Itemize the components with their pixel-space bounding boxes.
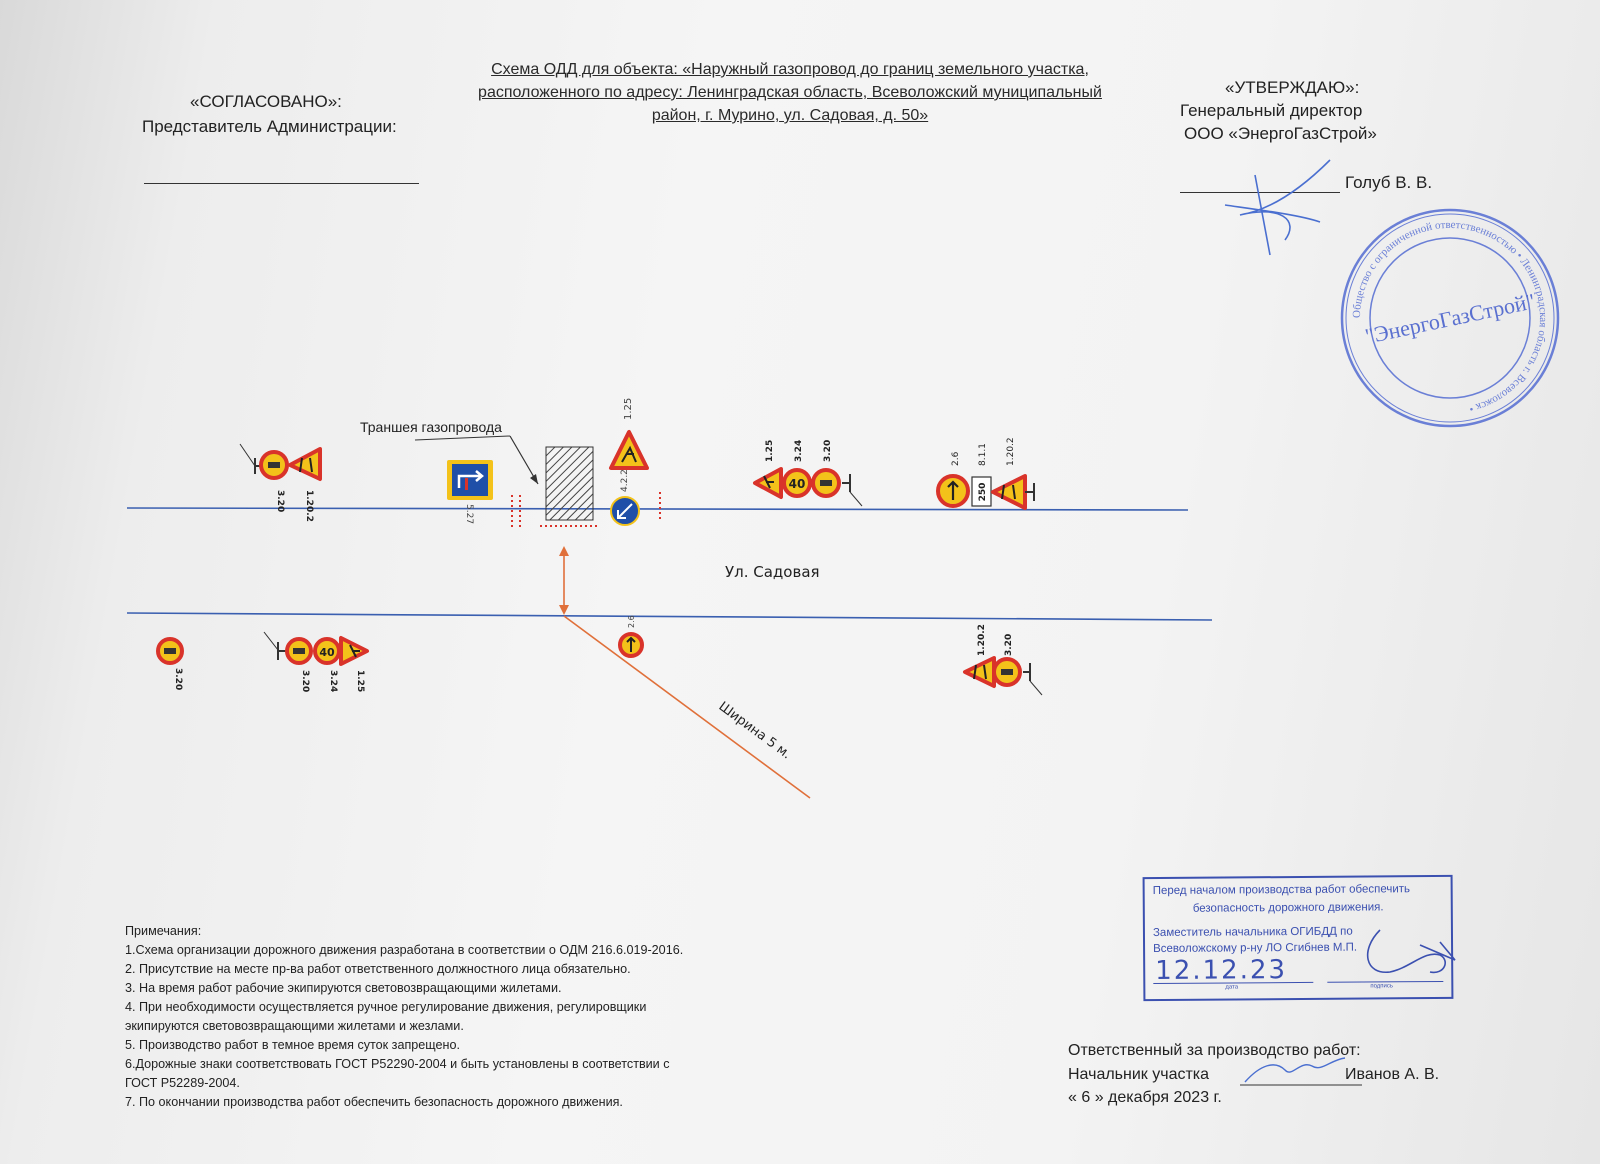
stamp-caption-sign: подпись — [1370, 983, 1394, 990]
stamp-line: безопасность дорожного движения. — [1192, 901, 1384, 915]
agreed-role: Представитель Администрации: — [142, 117, 397, 136]
sign-number-label: 4.2.2 — [620, 469, 630, 492]
note-item: 5. Производство работ в темное время сут… — [125, 1038, 460, 1052]
note-item: 1.Схема организации дорожного движения р… — [125, 943, 684, 957]
sign-number-label: 5.27 — [464, 504, 474, 524]
distance-plate-value: 250 — [978, 483, 988, 502]
stamp-line: Заместитель начальника ОГИБДД по — [1152, 925, 1353, 940]
note-item: экипируются световозвращающими жилетами … — [125, 1019, 464, 1033]
oncoming-priority-sign — [936, 474, 970, 508]
sign-number-label: 3.20 — [823, 440, 833, 462]
speed-limit-sign: 40 — [313, 637, 341, 665]
road-works-sign — [753, 467, 783, 499]
note-item: 7. По окончании производства работ обесп… — [125, 1095, 623, 1109]
sign-number-label: 1.25 — [355, 670, 365, 692]
lane-shift-sign — [447, 460, 493, 500]
company-seal — [1340, 208, 1560, 428]
police-signature — [1366, 929, 1456, 974]
road-edge-top — [126, 507, 1189, 511]
note-item: 4. При необходимости осуществляется ручн… — [125, 1000, 647, 1014]
approve-role: Генеральный директор — [1180, 101, 1363, 120]
no-overtaking-sign — [285, 637, 313, 665]
sign-post — [1029, 680, 1043, 696]
sign-number-label: 1.20.2 — [1006, 437, 1016, 466]
trench-label: Траншея газопровода — [360, 419, 502, 435]
agreed-signature-line — [144, 183, 419, 184]
sign-number-label: 2.6 — [627, 615, 636, 628]
sign-post — [849, 491, 863, 507]
dimension-arrow-bottom — [559, 605, 569, 615]
speed-limit-sign: 40 — [782, 468, 812, 498]
speed-limit-value: 40 — [789, 477, 806, 491]
road-works-sign — [339, 636, 369, 666]
sign-number-label: 3.20 — [1004, 634, 1014, 656]
approve-heading: «УТВЕРЖДАЮ»: — [1225, 78, 1360, 97]
approve-signature-line — [1180, 192, 1340, 193]
stamp-line: Перед началом производства работ обеспеч… — [1152, 883, 1411, 898]
sign-number-label: 2.6 — [951, 451, 961, 466]
stamp-caption-date: дата — [1225, 984, 1239, 991]
road-edge-bottom — [126, 612, 1213, 621]
road-narrowing-sign — [991, 474, 1027, 510]
approve-name: Голуб В. В. — [1345, 173, 1433, 192]
note-item: ГОСТ Р52289-2004. — [125, 1076, 240, 1090]
width-leader-line — [563, 615, 811, 799]
note-item: 3. На время работ рабочие экипируются св… — [125, 981, 562, 995]
approve-signature — [1224, 159, 1331, 256]
responsible-role: Начальник участка — [1068, 1066, 1210, 1083]
traffic-police-stamp: Перед началом производства работ обеспеч… — [1142, 874, 1454, 1002]
seal-center-text: "ЭнергоГазСтрой" — [1363, 288, 1538, 348]
sign-number-label: 3.24 — [328, 670, 338, 692]
street-label: Ул. Садовая — [725, 563, 820, 581]
responsible-heading: Ответственный за производство работ: — [1068, 1042, 1361, 1059]
road-narrowing-sign — [288, 447, 322, 481]
dimension-arrow-top — [559, 546, 569, 556]
note-item: 2. Присутствие на месте пр-ва работ отве… — [125, 962, 631, 976]
responsible-name: Иванов А. В. — [1345, 1066, 1440, 1083]
trench-arrow-head — [530, 474, 538, 484]
responsible-date: « 6 » декабря 2023 г. — [1068, 1089, 1222, 1106]
sign-number-label: 3.20 — [300, 670, 310, 692]
notes-heading: Примечания: — [125, 924, 202, 938]
no-overtaking-sign — [259, 450, 289, 480]
speed-limit-value: 40 — [319, 646, 335, 659]
sign-number-label: 1.25 — [765, 440, 775, 462]
notes-block: Примечания: 1.Схема организации дорожног… — [125, 922, 683, 1112]
sign-post — [263, 631, 279, 651]
width-label: Ширина 5 м. — [716, 699, 794, 762]
sign-number-label: 3.20 — [275, 490, 285, 512]
no-overtaking-sign — [156, 637, 184, 665]
keep-left-sign — [610, 496, 640, 526]
note-item: 6.Дорожные знаки соответствовать ГОСТ Р5… — [125, 1057, 670, 1071]
no-overtaking-sign — [992, 657, 1022, 687]
road-works-sign — [609, 430, 649, 470]
fence-markers — [511, 492, 661, 530]
agreed-heading: «СОГЛАСОВАНО»: — [190, 92, 342, 111]
trench-leader-line — [414, 435, 511, 441]
gas-trench — [545, 446, 594, 521]
scheme-title: Схема ОДД для объекта: «Наружный газопро… — [478, 61, 1102, 124]
no-overtaking-sign — [811, 468, 841, 498]
sign-number-label: 1.20.2 — [304, 490, 314, 522]
oncoming-priority-sign — [618, 632, 644, 658]
approve-org: ООО «ЭнергоГазСтрой» — [1184, 124, 1377, 143]
sign-number-label: 8.1.1 — [978, 443, 988, 466]
distance-plate: 250 — [971, 476, 992, 507]
sign-number-label: 3.20 — [173, 668, 183, 690]
stamp-line: Всеволожскому р-ну ЛО Сгибнев М.П. — [1153, 941, 1358, 956]
sign-post — [239, 443, 256, 467]
sign-number-label: 1.25 — [623, 398, 634, 420]
road-narrowing-sign — [963, 656, 996, 688]
sign-number-label: 1.20.2 — [977, 624, 987, 656]
sign-number-label: 3.24 — [794, 440, 804, 462]
responsible-signature — [1240, 1057, 1362, 1086]
